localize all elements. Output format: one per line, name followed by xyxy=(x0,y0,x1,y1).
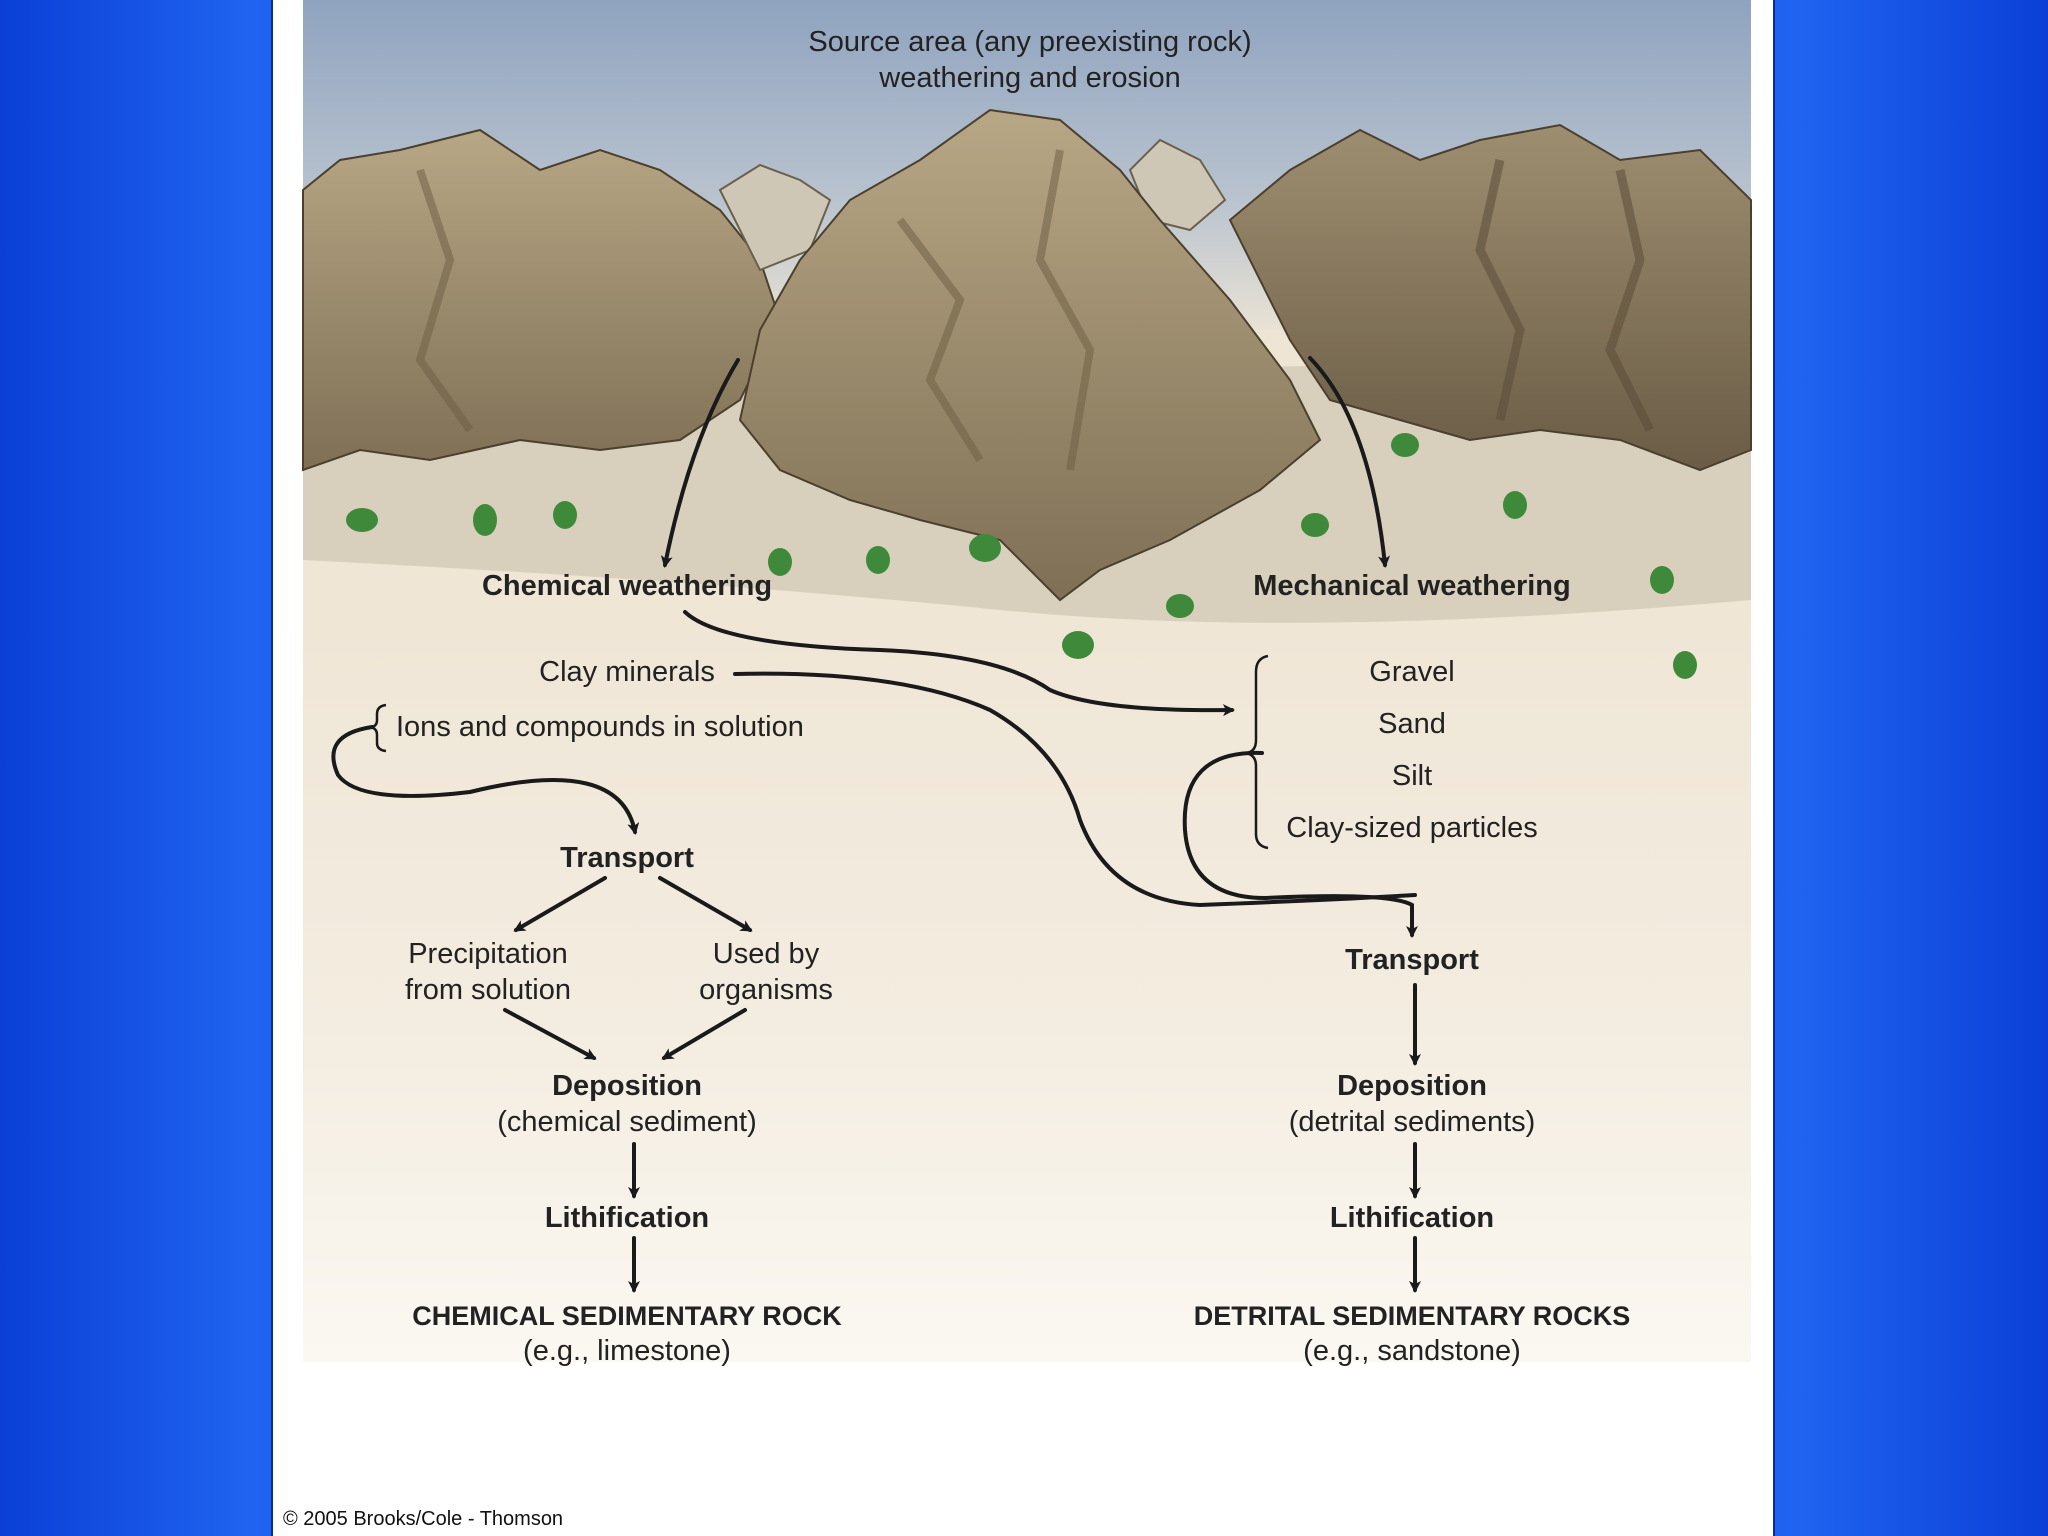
chemical-rock-example: (e.g., limestone) xyxy=(523,1335,731,1367)
detrital-rock-label: DETRITAL SEDIMENTARY ROCKS xyxy=(1193,1301,1631,1331)
arrow-ions-to-transport xyxy=(331,725,640,835)
arrow-transport-to-precipitation xyxy=(513,876,607,932)
copyright-notice: © 2005 Brooks/Cole - Thomson xyxy=(283,1508,564,1530)
left-lithification-label: Lithification xyxy=(544,1202,710,1234)
arrow-grains-loop xyxy=(1182,750,1418,938)
clay-particles-label: Clay-sized particles xyxy=(1286,812,1538,844)
arrow-chemical-to-gravel xyxy=(683,610,1235,717)
silt-label: Silt xyxy=(1391,760,1433,792)
mechanical-weathering-label: Mechanical weathering xyxy=(1253,570,1571,602)
arrow-to-chemical-weathering xyxy=(660,358,740,568)
flow-arrows xyxy=(331,356,1421,1293)
header-line-1: Source area (any preexisting rock) xyxy=(808,26,1252,58)
ions-label: Ions and compounds in solution xyxy=(396,711,804,743)
arrow-precipitation-to-deposition xyxy=(503,1008,597,1060)
sand-label: Sand xyxy=(1378,708,1446,740)
detrital-rock-example: (e.g., sandstone) xyxy=(1303,1335,1521,1367)
chemical-weathering-label: Chemical weathering xyxy=(481,570,773,602)
brace-grains xyxy=(1245,654,1269,850)
right-transport-label: Transport xyxy=(1345,944,1479,976)
mountains xyxy=(302,108,1752,602)
arrow-transport-to-organisms xyxy=(658,876,753,932)
arrow-organisms-to-deposition xyxy=(661,1008,747,1060)
left-deposition-label: Deposition xyxy=(552,1070,702,1102)
mountain-right xyxy=(1228,123,1752,472)
left-transport-label: Transport xyxy=(560,842,694,874)
right-deposition-label: Deposition xyxy=(1337,1070,1487,1102)
organisms-line-2: organisms xyxy=(699,974,833,1006)
arrow-to-mechanical-weathering xyxy=(1308,356,1391,568)
brace-ions xyxy=(369,703,387,753)
precipitation-line-2: from solution xyxy=(404,974,572,1006)
arrow-clay-to-transport xyxy=(733,671,1417,908)
gravel-label: Gravel xyxy=(1369,656,1455,688)
mountain-left xyxy=(302,128,782,472)
clay-minerals-label: Clay minerals xyxy=(539,656,715,688)
right-deposition-sub: (detrital sediments) xyxy=(1288,1106,1536,1138)
mountain-center xyxy=(738,108,1322,602)
right-lithification-label: Lithification xyxy=(1329,1202,1495,1234)
plants xyxy=(346,433,1697,679)
organisms-line-1: Used by xyxy=(712,938,820,970)
left-deposition-sub: (chemical sediment) xyxy=(497,1106,757,1138)
chemical-rock-label: CHEMICAL SEDIMENTARY ROCK xyxy=(412,1301,842,1331)
mountain-far xyxy=(718,163,832,272)
header-line-2: weathering and erosion xyxy=(879,62,1181,94)
precipitation-line-1: Precipitation xyxy=(408,938,568,970)
